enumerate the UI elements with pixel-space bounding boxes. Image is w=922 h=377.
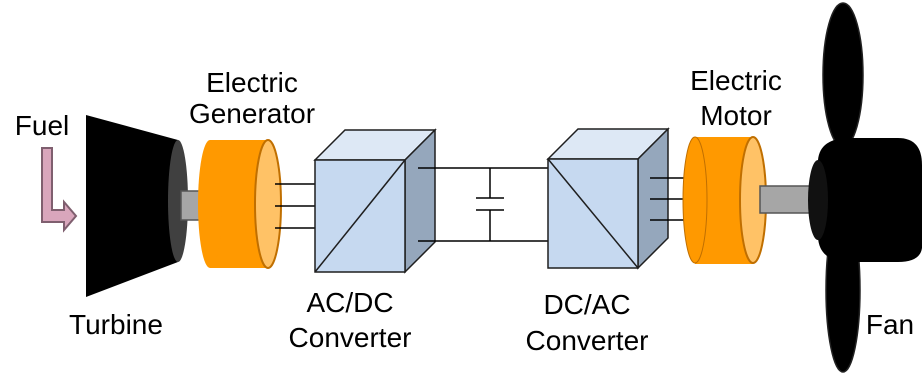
motor-label-line2: Motor (700, 100, 772, 131)
acdc-converter (313, 128, 437, 274)
fan (808, 2, 922, 373)
generator-label-line1: Electric (206, 67, 298, 98)
dcac-label-line1: DC/AC (543, 289, 631, 320)
generator-three-phase-lines (275, 183, 315, 229)
acdc-label-line1: AC/DC (306, 287, 394, 318)
acdc-label-line2: Converter (288, 322, 412, 353)
fuel-arrow (41, 147, 78, 233)
dcac-converter (546, 127, 670, 270)
generator-label-line2: Generator (188, 98, 316, 129)
turbine-label: Turbine (69, 309, 163, 340)
electric-generator (198, 139, 282, 269)
dcac-label-line2: Converter (525, 325, 649, 356)
fuel-label: Fuel (14, 110, 70, 141)
electric-motor (682, 136, 767, 264)
dc-bus (418, 167, 566, 242)
motor-label-line1: Electric (690, 65, 782, 96)
fan-label: Fan (865, 309, 915, 340)
turbine (86, 115, 188, 297)
